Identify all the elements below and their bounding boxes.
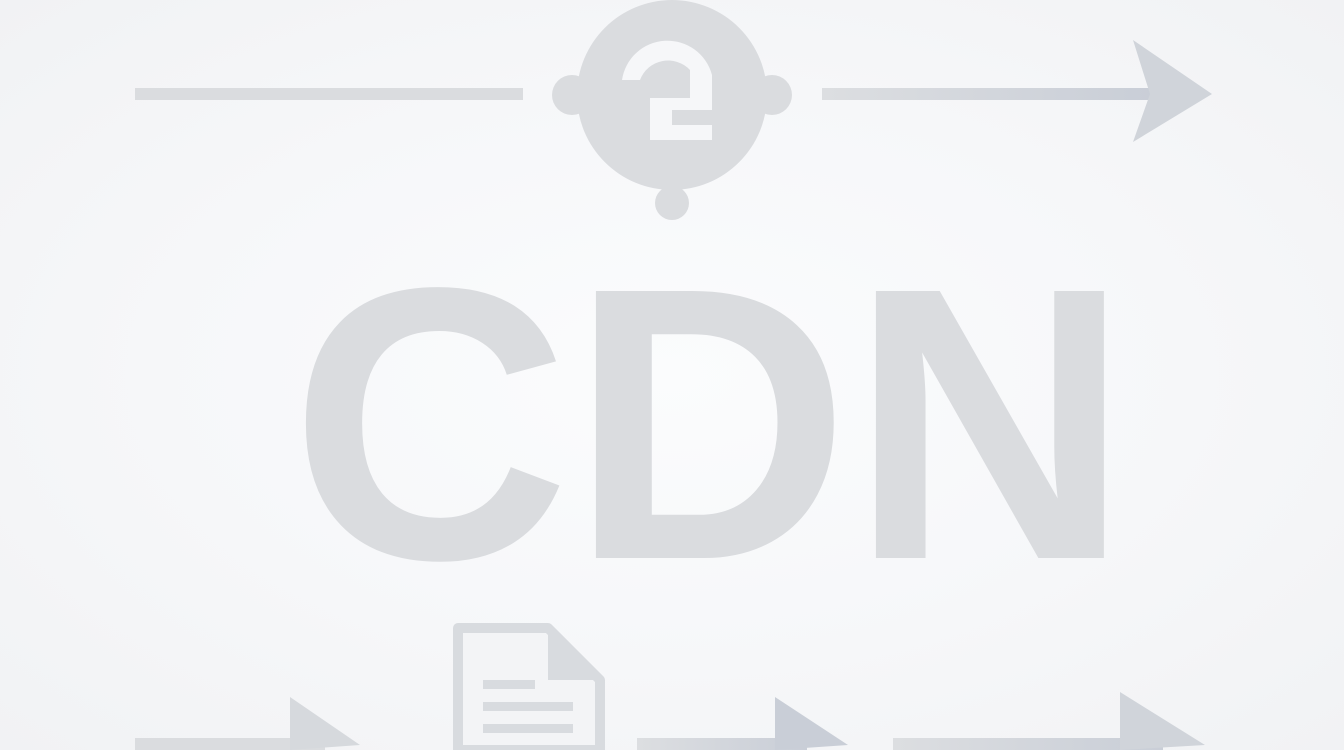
top-left-line [135,88,523,100]
globe-network-icon [552,0,792,220]
bottom-middle-arrow-icon [637,697,848,750]
document-icon [453,623,605,750]
bottom-left-arrow-icon [135,697,360,750]
bottom-right-arrow-icon [893,692,1205,750]
top-right-arrow-icon [822,40,1212,142]
cdn-logo-text: CDN [290,208,1130,641]
